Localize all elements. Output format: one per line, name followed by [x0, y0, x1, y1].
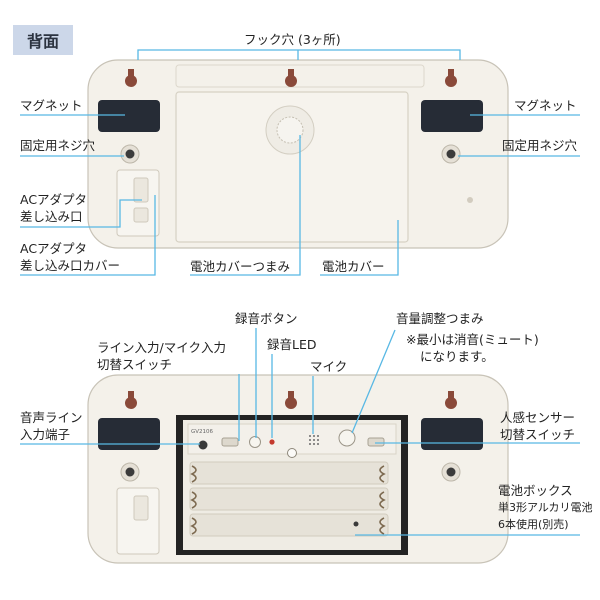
battery-cover-knob	[265, 105, 315, 155]
battery-slots	[189, 461, 389, 537]
label-mic: マイク	[310, 359, 348, 374]
label-motion-sensor-line2: 切替スイッチ	[500, 427, 576, 442]
rec-led	[269, 439, 275, 445]
label-ac-port-line1: ACアダプタ	[20, 192, 88, 207]
section-title-badge: 背面	[13, 25, 73, 55]
leader-battery-cover	[320, 220, 399, 276]
label-audio-line-in-line1: 音声ライン	[20, 410, 83, 425]
label-rec-button: 録音ボタン	[235, 311, 298, 326]
hook-hole-center	[285, 69, 297, 87]
center-jack	[287, 448, 297, 458]
label-battery-box-line1: 電池ボックス	[498, 483, 573, 498]
ac-port-cover	[116, 169, 160, 237]
screw-hole-left-open	[120, 462, 140, 482]
label-ac-port-line2: 差し込み口	[20, 209, 83, 224]
leader-volume-knob	[351, 329, 396, 434]
screw-hole-right	[441, 144, 461, 164]
leader-ac-cover	[20, 195, 156, 276]
magnet-left	[98, 100, 160, 132]
label-magnet-right: マグネット	[514, 98, 577, 113]
rear-screw	[467, 197, 473, 203]
label-motion-sensor: 人感センサー 切替スイッチ	[500, 409, 575, 443]
label-line-mic-switch-line2: 切替スイッチ	[97, 357, 173, 372]
hook-hole-right	[445, 69, 457, 87]
leader-ac-port	[20, 199, 142, 228]
leader-battery-knob	[190, 135, 301, 276]
label-magnet-left: マグネット	[20, 98, 83, 113]
label-volume-note-line1: ※最小は消音(ミュート)	[406, 332, 539, 347]
hook-hole-center-open	[285, 391, 297, 409]
label-line-mic-switch-line1: ライン入力/マイク入力	[97, 340, 226, 355]
label-screw-left: 固定用ネジ穴	[20, 138, 96, 153]
label-hook-holes: フック穴 (3ヶ所)	[244, 32, 341, 47]
ac-port-cover-open	[116, 487, 160, 555]
rec-button	[249, 436, 261, 448]
label-motion-sensor-line1: 人感センサー	[500, 410, 576, 425]
label-battery-knob: 電池カバーつまみ	[190, 259, 291, 274]
label-volume-note: ※最小は消音(ミュート) になります。	[406, 331, 539, 365]
label-ac-port: ACアダプタ 差し込み口	[20, 191, 87, 225]
label-screw-right: 固定用ネジ穴	[502, 138, 578, 153]
device-rear-closed	[87, 59, 509, 249]
hook-hole-right-open	[445, 391, 457, 409]
label-battery-box-line2: 単3形アルカリ電池	[498, 501, 593, 514]
label-battery-box: 電池ボックス 単3形アルカリ電池 6本使用(別売)	[498, 482, 593, 533]
label-rec-led: 録音LED	[267, 337, 317, 352]
label-volume-note-line2: になります。	[420, 349, 494, 364]
label-line-mic-switch: ライン入力/マイク入力 切替スイッチ	[97, 339, 226, 373]
label-audio-line-in: 音声ライン 入力端子	[20, 409, 83, 443]
top-recess	[175, 64, 425, 88]
mic-grille	[309, 435, 319, 445]
label-battery-cover: 電池カバー	[322, 259, 385, 274]
hook-hole-left	[125, 69, 137, 87]
screw-hole-left	[120, 144, 140, 164]
model-code: GV2106	[191, 429, 214, 435]
sensor-switch	[367, 437, 385, 447]
audio-line-in-jack	[198, 440, 208, 450]
section-title: 背面	[26, 32, 59, 51]
label-ac-cover-line2: 差し込み口カバー	[20, 258, 121, 273]
magnet-right-open	[421, 418, 483, 450]
label-ac-cover: ACアダプタ 差し込み口カバー	[20, 240, 120, 274]
volume-knob	[338, 429, 356, 447]
battery-cover-plate	[175, 91, 409, 243]
label-ac-cover-line1: ACアダプタ	[20, 241, 88, 256]
magnet-left-open	[98, 418, 160, 450]
label-volume-knob: 音量調整つまみ	[396, 311, 484, 326]
device-rear-open: GV2106	[87, 374, 509, 564]
line-mic-switch	[221, 437, 239, 447]
magnet-right	[421, 100, 483, 132]
screw-hole-right-open	[441, 462, 461, 482]
leader-hook-holes	[137, 49, 461, 60]
label-audio-line-in-line2: 入力端子	[20, 427, 71, 442]
label-battery-box-line3: 6本使用(別売)	[498, 518, 569, 531]
hook-hole-left-open	[125, 391, 137, 409]
